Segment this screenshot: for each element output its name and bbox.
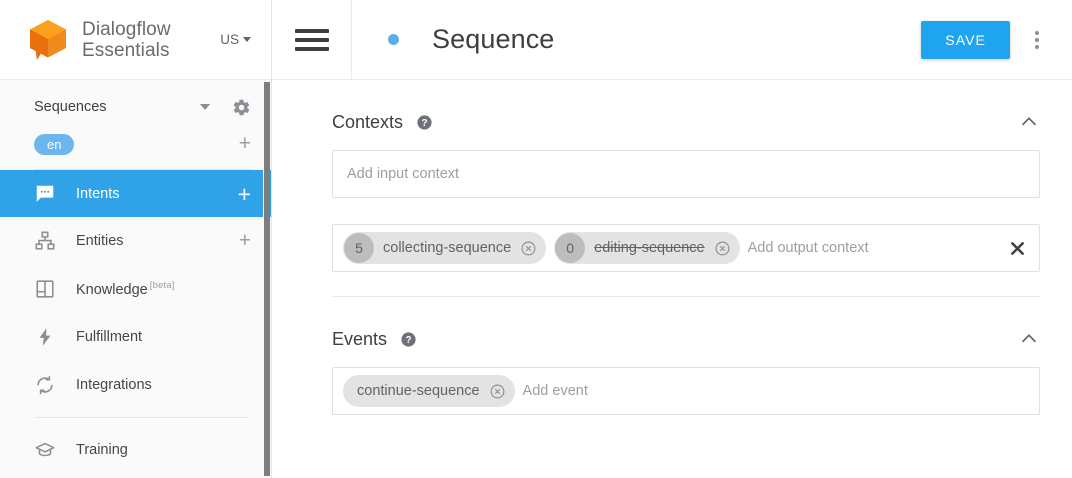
language-pill-en[interactable]: en: [34, 133, 75, 155]
chevron-down-icon: [243, 37, 251, 42]
sidebar-item-label: Knowledge[beta]: [76, 280, 175, 298]
status-dot-icon: [388, 34, 399, 45]
sidebar-item-intents[interactable]: Intents +: [0, 170, 271, 217]
sidebar-divider: [34, 417, 249, 418]
output-context-chip[interactable]: 0 editing-sequence: [554, 232, 740, 264]
svg-text:?: ?: [422, 118, 428, 129]
dialogflow-logo-icon: [22, 14, 74, 66]
agent-selector[interactable]: Sequences: [0, 88, 271, 126]
chip-lifespan-badge: 5: [344, 233, 374, 263]
remove-chip-icon[interactable]: [714, 240, 731, 257]
clear-output-contexts-icon[interactable]: [1008, 239, 1027, 258]
contexts-section-header: Contexts ?: [332, 94, 1040, 150]
sidebar-item-label: Entities: [76, 233, 124, 249]
contexts-title: Contexts: [332, 111, 404, 132]
sidebar-item-label: Integrations: [76, 377, 152, 393]
brand-name-line2: Essentials: [82, 39, 170, 61]
svg-text:?: ?: [406, 335, 412, 346]
remove-chip-icon[interactable]: [520, 240, 537, 257]
event-chip[interactable]: continue-sequence: [343, 375, 515, 407]
chip-label: continue-sequence: [357, 383, 480, 399]
hamburger-icon: [294, 24, 329, 56]
output-context-chip[interactable]: 5 collecting-sequence: [343, 232, 547, 264]
more-options-icon[interactable]: [1016, 16, 1058, 64]
save-button[interactable]: SAVE: [921, 20, 1010, 59]
beta-badge: [beta]: [149, 280, 175, 292]
events-field[interactable]: continue-sequence Add event: [332, 367, 1040, 415]
sidebar-item-fulfillment[interactable]: Fulfillment: [0, 313, 271, 361]
knowledge-icon: [34, 278, 56, 300]
sidebar-item-training[interactable]: Training: [0, 426, 271, 474]
brand-name-line1: Dialogflow: [82, 18, 171, 40]
events-placeholder: Add event: [522, 383, 588, 399]
output-context-placeholder: Add output context: [747, 240, 869, 256]
chip-lifespan-badge: 0: [555, 233, 586, 263]
events-title: Events: [332, 328, 388, 349]
remove-chip-icon[interactable]: [489, 383, 506, 400]
region-selector[interactable]: US: [220, 32, 257, 47]
sidebar-item-integrations[interactable]: Integrations: [0, 361, 271, 409]
entities-icon: [34, 230, 56, 252]
events-section-header: Events ?: [332, 311, 1040, 367]
sidebar-item-entities[interactable]: Entities +: [0, 217, 271, 265]
collapse-contexts-icon[interactable]: [1018, 111, 1040, 133]
training-icon: [34, 439, 56, 461]
page-title: Sequence: [432, 24, 555, 54]
section-divider: [332, 296, 1040, 297]
input-context-field[interactable]: Add input context: [332, 150, 1040, 198]
sidebar-item-knowledge[interactable]: Knowledge[beta]: [0, 265, 271, 313]
add-intent-button[interactable]: +: [237, 180, 251, 207]
top-bar: Sequence SAVE: [272, 0, 1072, 80]
intents-icon: [34, 183, 56, 205]
hamburger-menu-button[interactable]: [272, 0, 352, 80]
output-context-field[interactable]: 5 collecting-sequence 0 editing-sequence: [332, 224, 1040, 272]
chevron-down-icon: [200, 104, 210, 110]
sidebar-item-label: Fulfillment: [76, 329, 143, 345]
brand-header: Dialogflow Essentials US: [0, 0, 271, 80]
brand-name: Dialogflow Essentials: [82, 19, 171, 61]
region-label: US: [220, 32, 239, 47]
sidebar: Dialogflow Essentials US Sequences en +: [0, 0, 272, 478]
integrations-icon: [34, 374, 56, 396]
knowledge-label-text: Knowledge: [76, 281, 148, 298]
add-entity-button[interactable]: +: [238, 229, 251, 252]
collapse-events-icon[interactable]: [1018, 328, 1040, 350]
chip-label: editing-sequence: [594, 240, 705, 256]
fulfillment-icon: [34, 326, 56, 348]
main-panel: Sequence SAVE Contexts ?: [272, 0, 1072, 478]
language-row: en +: [0, 126, 271, 162]
sidebar-scrollbar-thumb[interactable]: [264, 82, 270, 476]
sidebar-divider: [34, 169, 253, 170]
input-context-placeholder: Add input context: [347, 166, 460, 182]
add-language-button[interactable]: +: [238, 132, 251, 155]
chip-label: collecting-sequence: [383, 240, 512, 256]
agent-name: Sequences: [34, 99, 107, 115]
gear-icon[interactable]: [232, 98, 251, 117]
sidebar-item-label: Training: [76, 442, 128, 458]
help-icon[interactable]: ?: [400, 331, 417, 348]
help-icon[interactable]: ?: [416, 114, 433, 131]
sidebar-item-label: Intents: [76, 185, 120, 202]
intent-editor-content: Contexts ? Add input context: [272, 94, 1072, 415]
